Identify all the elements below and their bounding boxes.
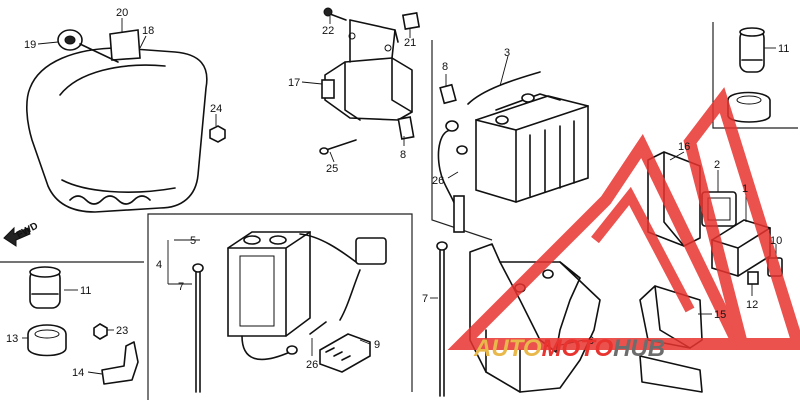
callout-24: 24 — [210, 103, 222, 115]
callout-7-lower: 7 — [178, 281, 184, 293]
callout-5: 5 — [190, 235, 196, 247]
callout-19: 19 — [24, 39, 36, 51]
callout-6: 6 — [588, 335, 594, 347]
callout-8-upper: 8 — [442, 61, 448, 73]
callout-14: 14 — [72, 367, 84, 379]
watermark-word-hub: HUB — [613, 335, 665, 362]
callout-13: 13 — [6, 333, 18, 345]
side-cover — [26, 29, 208, 213]
callout-8-lower: 8 — [400, 149, 406, 161]
callout-22: 22 — [322, 25, 334, 37]
watermark-text: AUTOMOTOHUB — [473, 335, 665, 362]
bolt-25 — [319, 139, 357, 155]
callout-labels: 20 18 19 24 22 21 17 25 8 8 3 26 11 16 2… — [6, 7, 789, 379]
callout-21: 21 — [404, 37, 416, 49]
rod-7-lower — [192, 263, 204, 393]
rod-7-upper — [436, 241, 448, 397]
grommet-bolt-19 — [57, 29, 119, 63]
relay-11-upper — [727, 27, 771, 123]
group-frames — [0, 22, 798, 400]
callout-2: 2 — [714, 159, 720, 171]
callout-10: 10 — [770, 235, 782, 247]
nut-24 — [209, 125, 226, 143]
callout-16: 16 — [678, 141, 690, 153]
breather-tube-26 — [437, 120, 468, 233]
bolt-22 — [323, 7, 347, 21]
leader-lines — [22, 16, 777, 375]
clip-12 — [747, 271, 759, 285]
battery-5 — [227, 231, 387, 361]
relay-11-lower — [29, 266, 61, 309]
callout-26-lower: 26 — [306, 359, 318, 371]
holder-9 — [319, 333, 371, 373]
callout-23: 23 — [116, 325, 128, 337]
callout-25: 25 — [326, 163, 338, 175]
svg-text:AUTOMOTOHUB: AUTOMOTOHUB — [473, 335, 665, 362]
watermark-triangle-logo — [447, 87, 800, 350]
bracket-14 — [101, 341, 139, 385]
callout-15: 15 — [714, 309, 726, 321]
callout-26-upper: 26 — [432, 175, 444, 187]
callout-4: 4 — [156, 259, 162, 271]
clamp-13 — [27, 324, 67, 357]
callout-11-lower: 11 — [80, 285, 91, 297]
callout-3: 3 — [504, 47, 510, 59]
callout-20: 20 — [116, 7, 128, 19]
callout-1: 1 — [742, 183, 748, 195]
callout-17: 17 — [288, 77, 300, 89]
callout-18: 18 — [142, 25, 154, 37]
nut-23 — [93, 323, 108, 340]
fwd-arrow-icon — [3, 226, 31, 247]
fwd-label: FWD — [15, 221, 40, 241]
battery-3 — [467, 71, 589, 203]
callout-9: 9 — [374, 339, 380, 351]
strap-8-upper — [397, 83, 457, 140]
watermark-word-auto: AUTO — [473, 335, 542, 362]
callout-7-upper: 7 — [422, 293, 428, 305]
callout-12: 12 — [746, 299, 758, 311]
watermark-word-moto: MOTO — [542, 335, 614, 362]
callout-11-upper: 11 — [778, 43, 789, 55]
cushion-21 — [401, 11, 421, 31]
battery-holder-17 — [321, 19, 413, 121]
tube-26-lower — [309, 321, 327, 335]
